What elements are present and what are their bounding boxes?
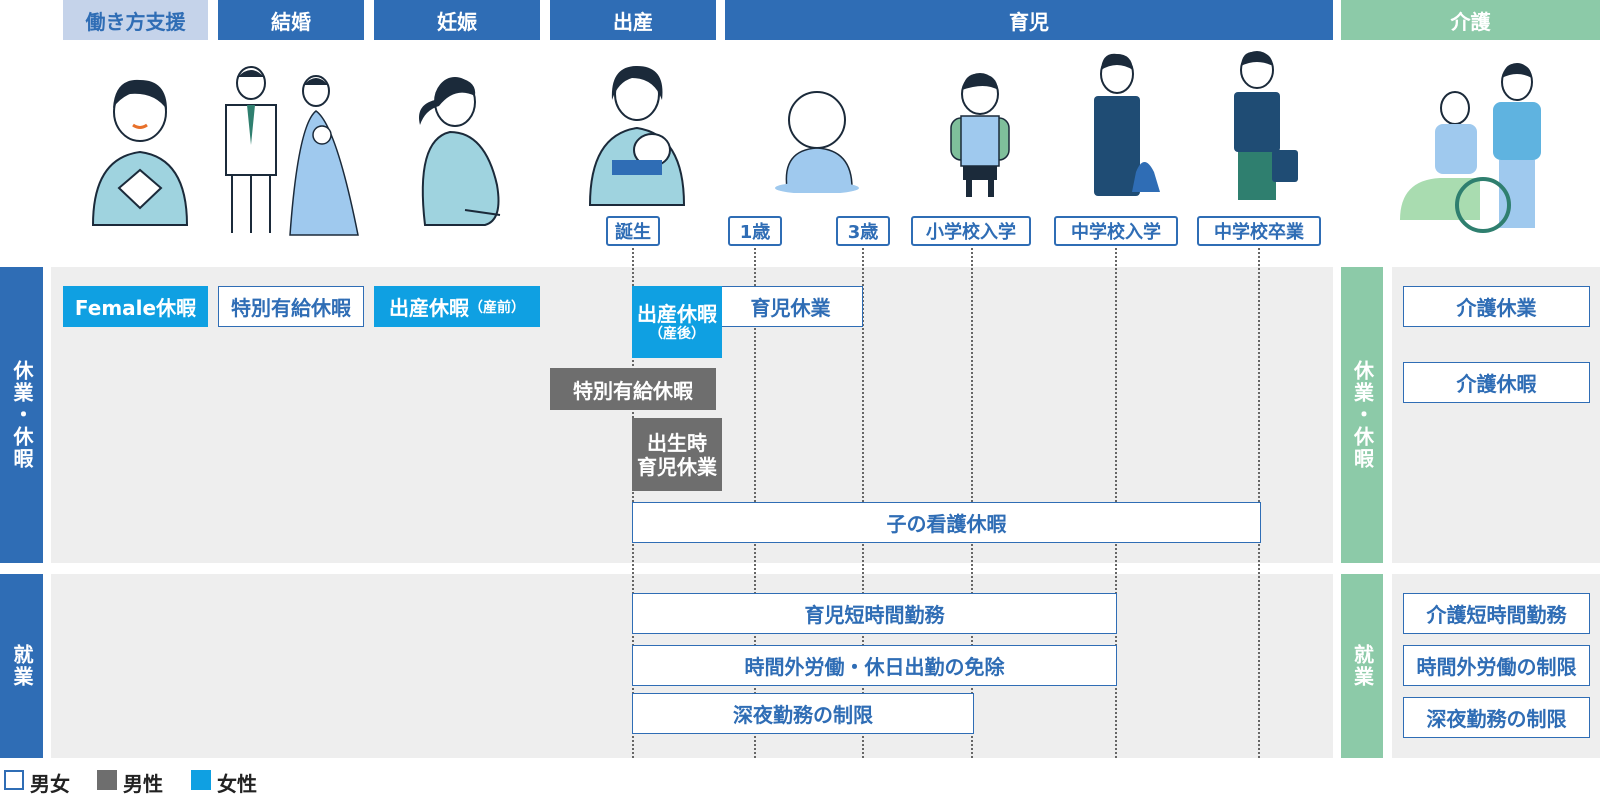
childcare-leave-box: 育児休業 [718,286,863,327]
legend-swatch-female [191,770,211,790]
wedding-couple-figure [218,65,363,240]
paternity-leave-line1: 出生時 [647,430,707,455]
maternity-leave-pre-label: 出産休暇 [389,296,469,320]
paternity-leave-box: 出生時 育児休業 [632,418,722,491]
maternity-leave-post-note: （産後） [649,325,705,342]
sick-child-leave-box: 子の看護休暇 [632,502,1261,543]
junior-high-student-figure [1082,52,1162,207]
maternity-leave-pre-note: （産前） [469,299,525,316]
female-leave-box: Female休暇 [63,286,208,327]
header-childcare: 育児 [725,0,1333,40]
stage-age3: 3歳 [836,216,890,246]
header-nursing-care: 介護 [1341,0,1600,40]
legend-swatch-both [4,770,24,790]
legend-label-female: 女性 [217,772,257,796]
care-night-limit-box: 深夜勤務の制限 [1403,697,1590,738]
row-label-leave: 休業・休暇 [0,267,43,563]
night-work-limit-box: 深夜勤務の制限 [632,693,974,734]
overtime-exemption-box: 時間外労働・休日出勤の免除 [632,645,1117,686]
maternity-leave-post-label: 出産休暇 [637,301,717,326]
header-marriage: 結婚 [218,0,364,40]
header-birth: 出産 [550,0,716,40]
stage-elementary: 小学校入学 [911,216,1031,246]
legend-label-both: 男女 [30,772,70,796]
paternity-leave-line2: 育児休業 [637,454,717,479]
stage-junior-high: 中学校入学 [1054,216,1178,246]
special-paid-leave-box: 特別有給休暇 [218,286,364,327]
care-short-hours-box: 介護短時間勤務 [1403,593,1590,634]
caregiver-wheelchair-figure [1395,60,1555,240]
header-pregnancy: 妊娠 [374,0,540,40]
legend-swatch-male [97,770,117,790]
stage-age1: 1歳 [728,216,782,246]
baby-figure [772,88,862,194]
childcare-short-hours-box: 育児短時間勤務 [632,593,1117,634]
mother-with-baby-figure [582,60,692,210]
pregnant-woman-figure [405,70,515,230]
row-label-care-leave: 休業・休暇 [1341,267,1383,563]
maternity-leave-pre-box: 出産休暇（産前） [374,286,540,327]
row-label-work: 就業 [0,574,43,758]
stage-birth: 誕生 [606,216,660,246]
maternity-leave-post-box: 出産休暇 （産後） [632,286,722,358]
care-overtime-limit-box: 時間外労働の制限 [1403,645,1590,686]
care-leave-box: 介護休暇 [1403,362,1590,403]
row-label-care-work: 就業 [1341,574,1383,758]
elementary-child-figure [945,72,1015,202]
stage-junior-high-grad: 中学校卒業 [1197,216,1321,246]
woman-heart-figure [85,70,195,230]
high-school-student-figure [1222,50,1302,210]
header-work-support: 働き方支援 [63,0,208,40]
legend-label-male: 男性 [123,772,163,796]
special-paid-leave-male-box: 特別有給休暇 [550,368,716,410]
care-leave-long-box: 介護休業 [1403,286,1590,327]
